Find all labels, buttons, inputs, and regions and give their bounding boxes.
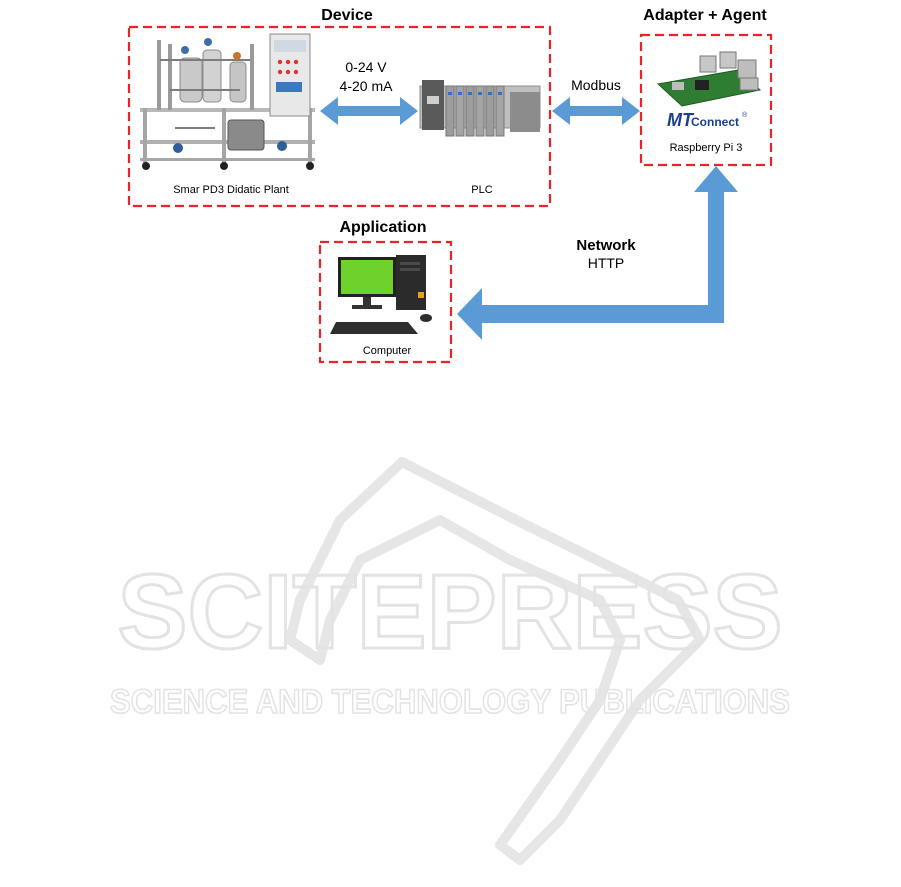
mtconnect-logo-mark: ® [742, 111, 748, 119]
computer-caption: Computer [363, 345, 412, 357]
signal-label-voltage: 0-24 V [345, 59, 387, 75]
raspberry-pi-icon [658, 52, 760, 106]
plant-plc-arrow [320, 97, 418, 125]
plc-caption: PLC [471, 184, 492, 196]
watermark: SCITEPRESS SCIENCE AND TECHNOLOGY PUBLIC… [110, 462, 790, 860]
mtconnect-logo-connect: Connect [691, 115, 739, 129]
computer-icon [330, 255, 432, 334]
watermark-subtitle: SCIENCE AND TECHNOLOGY PUBLICATIONS [110, 683, 790, 721]
device-title: Device [321, 7, 373, 24]
application-title: Application [339, 219, 426, 236]
watermark-title: SCITEPRESS [118, 553, 783, 671]
adapter-title: Adapter + Agent [643, 7, 767, 24]
network-label: Network [576, 237, 636, 254]
http-label: HTTP [588, 255, 625, 271]
mtconnect-logo: MT Connect ® [667, 110, 748, 130]
plc-adapter-arrow [552, 97, 640, 125]
raspberry-pi-caption: Raspberry Pi 3 [670, 142, 743, 154]
didactic-plant-icon [140, 34, 315, 170]
signal-label-current: 4-20 mA [340, 78, 394, 94]
plc-icon [420, 80, 540, 136]
plant-caption: Smar PD3 Didatic Plant [173, 184, 289, 196]
modbus-label: Modbus [571, 77, 621, 93]
